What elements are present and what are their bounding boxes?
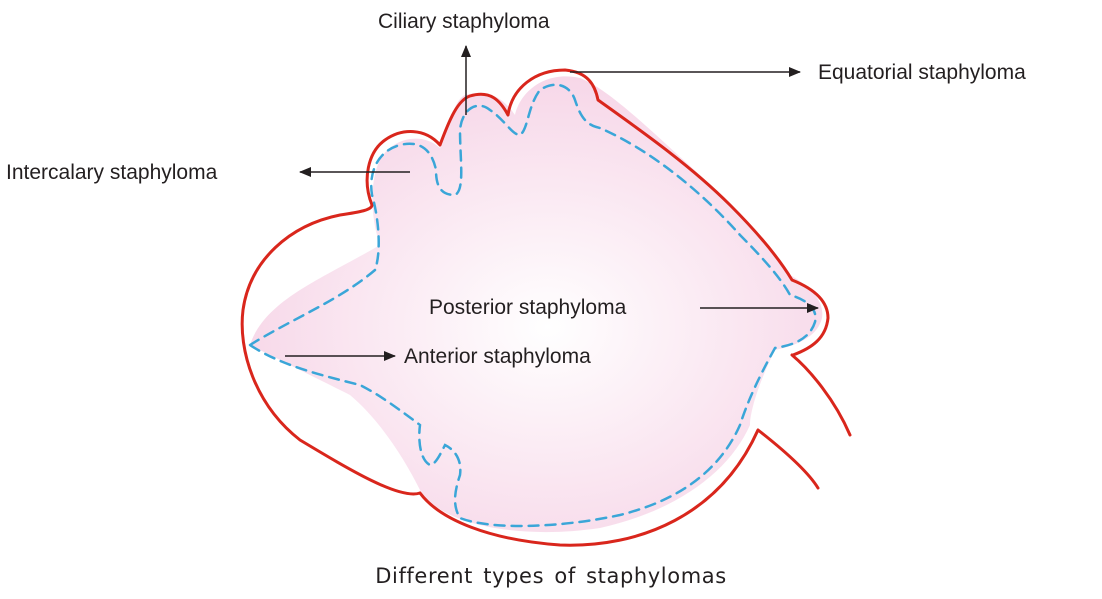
sclera-outline (240, 68, 852, 547)
ciliary-label: Ciliary staphyloma (378, 10, 550, 33)
equatorial-label: Equatorial staphyloma (818, 61, 1026, 84)
anterior-label: Anterior staphyloma (404, 345, 591, 368)
posterior-label: Posterior staphyloma (429, 296, 627, 319)
globe-fill (250, 76, 823, 533)
retina-dashed-outline (247, 83, 817, 528)
figure-caption: Different types of staphylomas (375, 564, 727, 588)
intercalary-label: Intercalary staphyloma (6, 161, 218, 184)
